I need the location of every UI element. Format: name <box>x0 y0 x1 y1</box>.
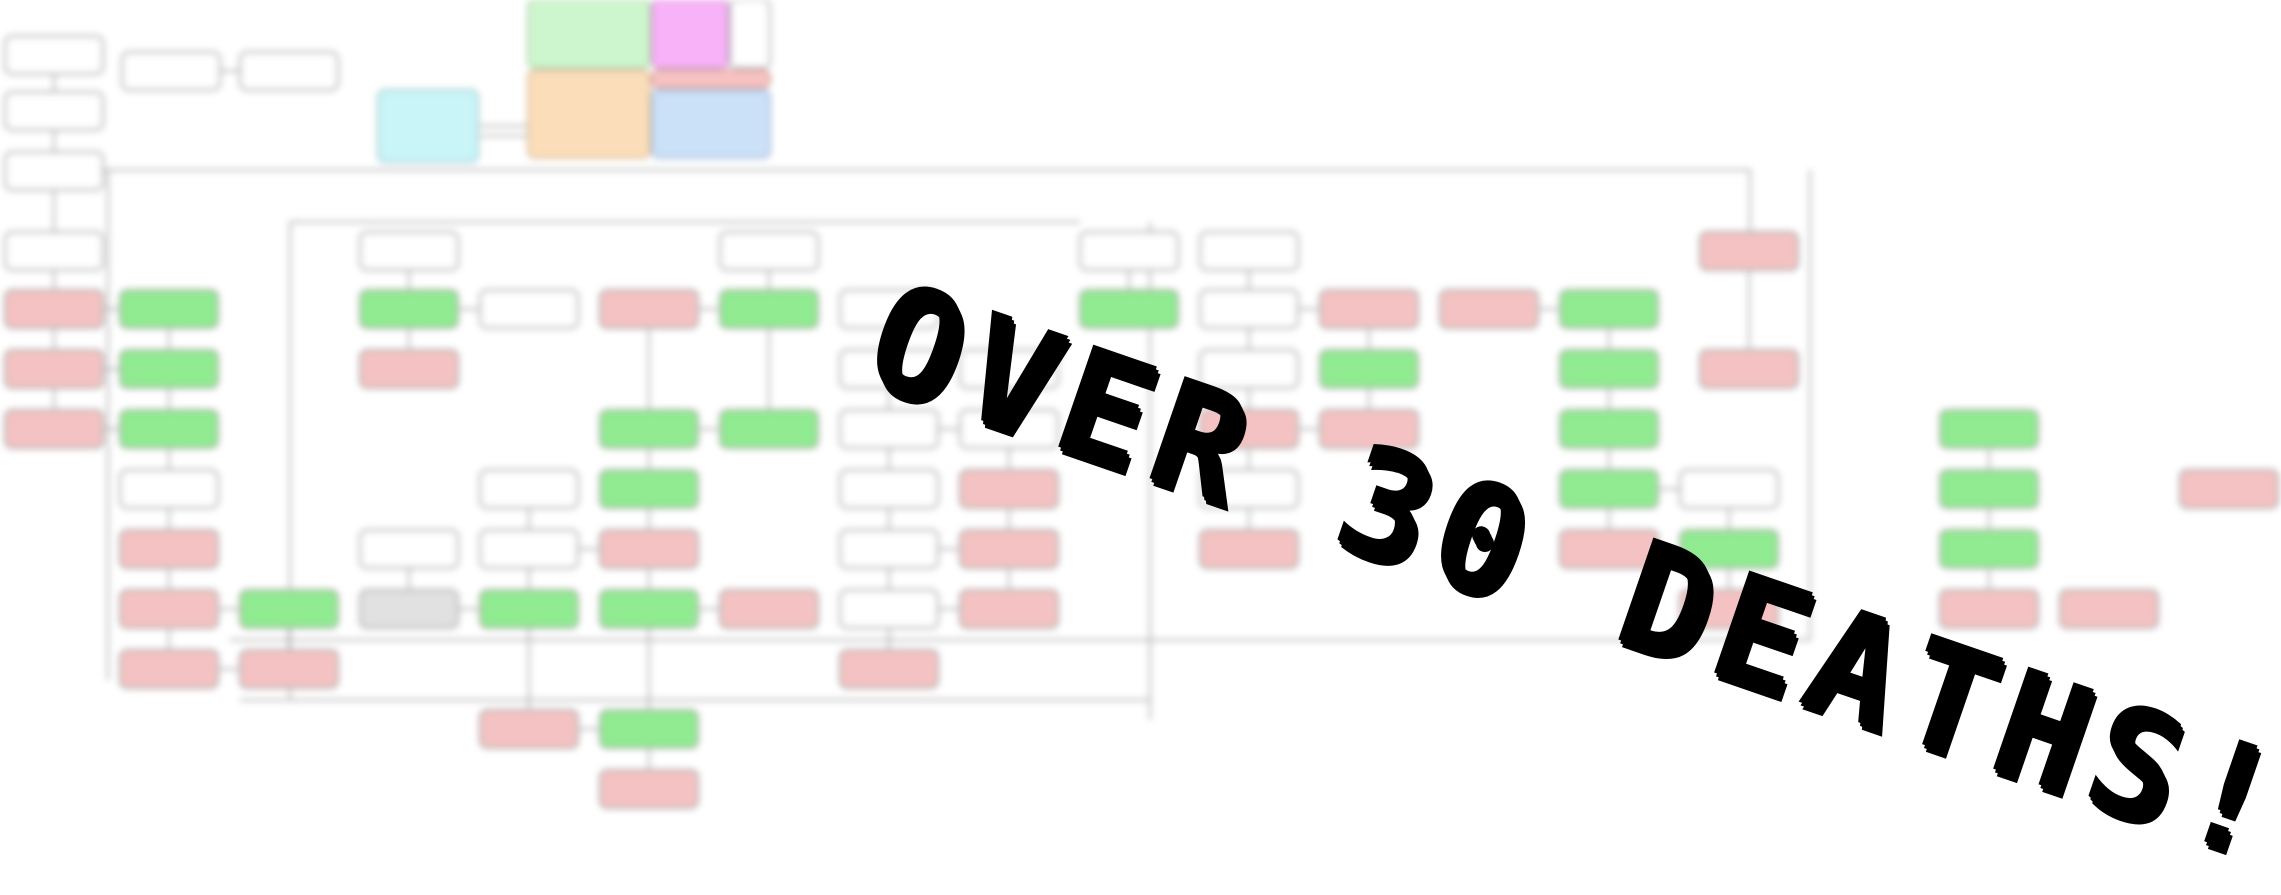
flow-node <box>1559 409 1659 449</box>
flow-node <box>239 589 339 629</box>
flow-node <box>839 469 939 509</box>
legend-swatch <box>651 69 771 89</box>
flow-node <box>839 349 939 389</box>
flow-node <box>1319 289 1419 329</box>
flow-node <box>599 529 699 569</box>
legend-swatch <box>527 0 651 69</box>
flow-node <box>599 289 699 329</box>
flow-node <box>4 349 104 389</box>
flow-node <box>119 409 219 449</box>
flow-node <box>4 409 104 449</box>
legend-swatch <box>527 69 651 159</box>
flow-node <box>719 231 819 271</box>
flow-node <box>119 349 219 389</box>
flow-node <box>959 469 1059 509</box>
flow-node <box>1079 289 1179 329</box>
flow-node <box>959 529 1059 569</box>
flow-node <box>1319 349 1419 389</box>
flow-node <box>839 649 939 689</box>
flow-node <box>359 289 459 329</box>
legend-swatch <box>729 0 771 69</box>
flow-node <box>1679 469 1779 509</box>
flow-node <box>479 589 579 629</box>
flow-node <box>839 409 939 449</box>
flow-node <box>359 529 459 569</box>
flow-node <box>359 589 459 629</box>
flow-node <box>1939 589 2039 629</box>
flow-node <box>239 649 339 689</box>
flow-node <box>719 409 819 449</box>
flow-node <box>1699 231 1799 271</box>
flow-node <box>119 529 219 569</box>
flow-node <box>1199 529 1299 569</box>
flow-node <box>4 231 104 271</box>
flow-node <box>599 709 699 749</box>
flow-node <box>1199 349 1299 389</box>
flow-node <box>479 529 579 569</box>
flowchart-canvas <box>4 0 2279 809</box>
flow-node <box>599 469 699 509</box>
flow-node <box>1559 469 1659 509</box>
flow-node <box>4 289 104 329</box>
flow-node <box>839 589 939 629</box>
flow-node <box>479 289 579 329</box>
flow-node <box>479 709 579 749</box>
flow-node <box>719 289 819 329</box>
flow-node <box>119 589 219 629</box>
flow-node <box>239 51 339 91</box>
flow-node <box>1559 349 1659 389</box>
flow-node <box>959 589 1059 629</box>
flow-node <box>1199 469 1299 509</box>
flow-node <box>359 349 459 389</box>
flow-node <box>1939 529 2039 569</box>
flow-node <box>1699 349 1799 389</box>
flow-node <box>119 469 219 509</box>
flow-node <box>1199 231 1299 271</box>
flow-node <box>479 469 579 509</box>
flow-node <box>359 231 459 271</box>
flow-node <box>2059 589 2159 629</box>
flow-node <box>599 589 699 629</box>
legend-swatch <box>651 89 771 159</box>
flow-node <box>1679 589 1779 629</box>
flow-node <box>599 409 699 449</box>
flow-node <box>1319 409 1419 449</box>
legend-swatch <box>651 0 729 69</box>
flow-node <box>121 51 221 91</box>
flow-node <box>1939 409 2039 449</box>
flow-node <box>599 769 699 809</box>
game-flowchart <box>4 0 2279 809</box>
flow-node <box>1199 409 1299 449</box>
flow-node <box>2179 469 2279 509</box>
flow-node <box>1439 289 1539 329</box>
flow-node <box>1079 231 1179 271</box>
flow-node <box>719 589 819 629</box>
flow-node <box>119 649 219 689</box>
flow-node <box>839 529 939 569</box>
legend-swatch <box>377 89 479 163</box>
flow-node <box>4 151 104 191</box>
flow-node <box>4 35 104 75</box>
flow-node <box>1559 289 1659 329</box>
flow-node <box>1199 289 1299 329</box>
flow-node <box>119 289 219 329</box>
flow-node <box>959 349 1059 389</box>
flow-node <box>1679 529 1779 569</box>
flow-node <box>839 289 939 329</box>
flow-node <box>4 91 104 131</box>
flow-node <box>1559 529 1659 569</box>
flow-node <box>1939 469 2039 509</box>
flow-node <box>959 409 1059 449</box>
